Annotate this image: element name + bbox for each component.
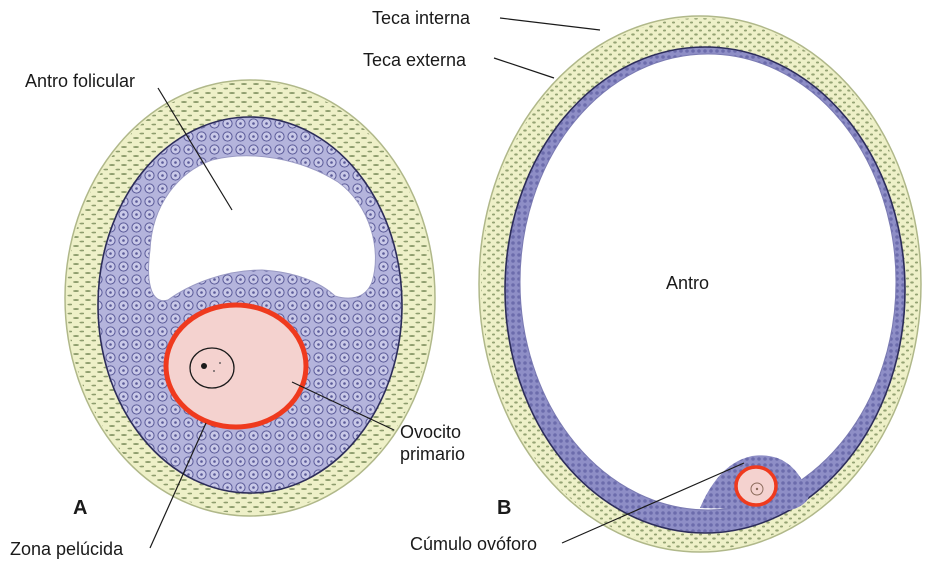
nucleolus-a <box>201 363 207 369</box>
label-ovocito-primario-line2: primario <box>400 445 465 463</box>
leader-teca-externa <box>494 58 554 78</box>
label-antro: Antro <box>666 274 709 292</box>
panel-letter-b: B <box>497 498 511 518</box>
label-teca-interna: Teca interna <box>372 9 470 27</box>
label-zona-pelucida: Zona pelúcida <box>10 540 123 558</box>
panel-letter-a: A <box>73 498 87 518</box>
label-teca-externa: Teca externa <box>363 51 466 69</box>
leader-teca-interna <box>500 18 600 30</box>
label-antro-folicular: Antro folicular <box>25 72 135 90</box>
label-ovocito-primario-line1: Ovocito <box>400 423 461 441</box>
zona-pelucida-b <box>736 467 776 505</box>
panel-a <box>65 80 435 548</box>
label-cumulo-ovoforo: Cúmulo ovóforo <box>410 535 537 553</box>
zona-pelucida-a <box>166 305 306 427</box>
